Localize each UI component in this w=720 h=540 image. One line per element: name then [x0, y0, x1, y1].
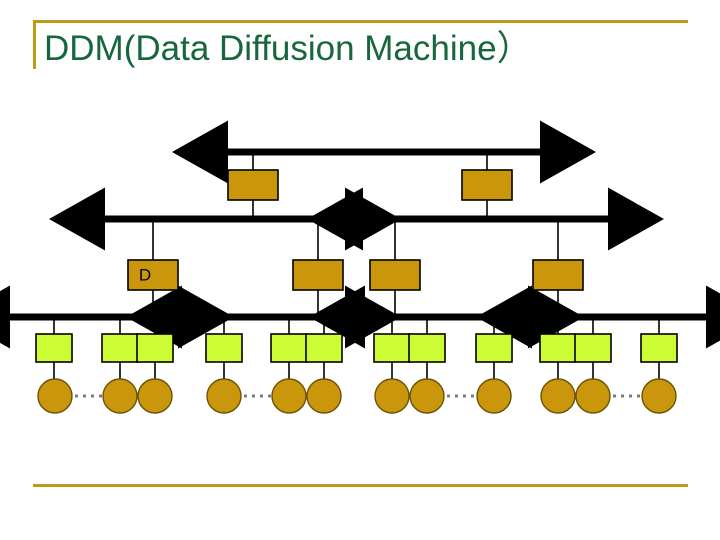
directory-top-left[interactable]: [227, 169, 279, 201]
title-top-divider: [33, 20, 688, 23]
ellipsis-1: [83, 394, 86, 398]
leaf-2-box[interactable]: [101, 333, 139, 363]
leaf-2-node[interactable]: [102, 378, 138, 414]
ddm-hierarchy-diagram: D: [0, 110, 720, 440]
leaf-12-box[interactable]: [640, 333, 678, 363]
directory-mid-3[interactable]: [369, 259, 421, 291]
ellipsis-1: [75, 394, 78, 398]
ellipsis-3: [463, 394, 466, 398]
leaf-9-node[interactable]: [476, 378, 512, 414]
leaf-11-node[interactable]: [575, 378, 611, 414]
ellipsis-4: [613, 394, 616, 398]
directories-level2-layer: D: [127, 259, 584, 291]
bus-lines-layer: [0, 120, 720, 349]
leaf-9-box[interactable]: [475, 333, 513, 363]
ellipsis-3: [455, 394, 458, 398]
leaf-6-node[interactable]: [306, 378, 342, 414]
ellipsis-4: [637, 394, 640, 398]
diagram-svg: D: [0, 120, 720, 414]
leaf-6-box[interactable]: [305, 333, 343, 363]
leaf-4-box[interactable]: [205, 333, 243, 363]
leaf-1-box[interactable]: [35, 333, 73, 363]
ellipsis-2: [244, 394, 247, 398]
ellipsis-4: [621, 394, 624, 398]
directory-mid-4[interactable]: [532, 259, 584, 291]
directory-mid-1[interactable]: [127, 259, 179, 291]
leaf-7-node[interactable]: [374, 378, 410, 414]
leaf-boxes-layer: [35, 333, 678, 363]
directory-mid-2[interactable]: [292, 259, 344, 291]
leaf-10-node[interactable]: [540, 378, 576, 414]
leaf-3-box[interactable]: [136, 333, 174, 363]
directories-level1-layer: [227, 169, 513, 201]
ellipsis-4: [629, 394, 632, 398]
page-title: DDM(Data Diffusion Machine）: [44, 29, 532, 68]
leaf-10-box[interactable]: [539, 333, 577, 363]
leaf-11-box[interactable]: [574, 333, 612, 363]
leaf-8-node[interactable]: [409, 378, 445, 414]
leaf-7-box[interactable]: [373, 333, 411, 363]
ellipsis-1: [99, 394, 102, 398]
leaf-5-node[interactable]: [271, 378, 307, 414]
ellipsis-3: [471, 394, 474, 398]
leaf-3-node[interactable]: [137, 378, 173, 414]
ellipsis-1: [91, 394, 94, 398]
footer-divider: [33, 484, 688, 487]
ellipsis-2: [260, 394, 263, 398]
leaf-8-box[interactable]: [408, 333, 446, 363]
leaf-4-node[interactable]: [206, 378, 242, 414]
directory-top-right[interactable]: [461, 169, 513, 201]
leaf-12-node[interactable]: [641, 378, 677, 414]
directory-mid-1-label: D: [139, 265, 151, 284]
title-left-divider: [33, 20, 36, 69]
ellipsis-3: [447, 394, 450, 398]
ellipsis-layer: [75, 394, 640, 398]
ellipsis-2: [268, 394, 271, 398]
ellipsis-2: [252, 394, 255, 398]
processor-nodes-layer: [37, 378, 677, 414]
leaf-1-node[interactable]: [37, 378, 73, 414]
title-area: DDM(Data Diffusion Machine）: [0, 0, 720, 110]
leaf-5-box[interactable]: [270, 333, 308, 363]
